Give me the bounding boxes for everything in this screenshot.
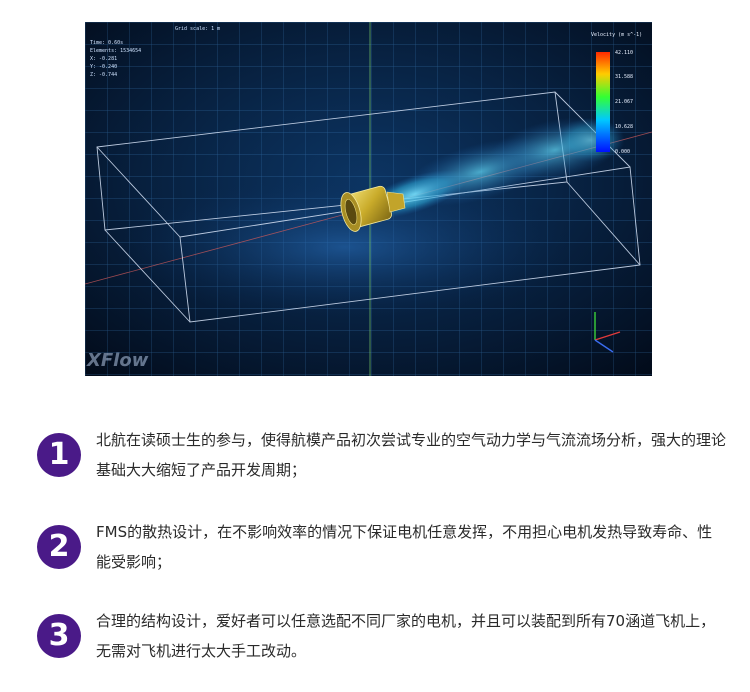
feature-text: FMS的散热设计，在不影响效率的情况下保证电机任意发挥，不用担心电机发热导致寿命… bbox=[96, 523, 713, 571]
feature-item-1: 1 北航在读硕士生的参与，使得航模产品初次尝试专业的空气动力学与气流流场分析，强… bbox=[37, 425, 727, 485]
motor-model bbox=[340, 185, 406, 232]
axis-triad-icon bbox=[594, 312, 621, 353]
legend-tick: 21.067 bbox=[615, 99, 633, 105]
feature-text: 合理的结构设计，爱好者可以任意选配不同厂家的电机，并且可以装配到所有70涵道飞机… bbox=[96, 612, 716, 660]
legend-title: Velocity (m s^-1) bbox=[591, 32, 642, 38]
hud-time: Time: 0.60s bbox=[90, 40, 123, 46]
velocity-legend: Velocity (m s^-1) 42.110 31.588 21.067 1… bbox=[591, 32, 642, 155]
hud-elements: Elements: 1534654 bbox=[90, 48, 141, 54]
number-badge: 3 bbox=[37, 614, 81, 658]
hud-x: X: -0.281 bbox=[90, 56, 117, 62]
hud-grid-scale: Grid scale: 1 m bbox=[175, 26, 220, 32]
xflow-watermark: XFlow bbox=[86, 350, 149, 371]
number-badge: 2 bbox=[37, 525, 81, 569]
number-badge: 1 bbox=[37, 433, 81, 477]
legend-tick: 0.000 bbox=[615, 149, 630, 155]
feature-item-3: 3 合理的结构设计，爱好者可以任意选配不同厂家的电机，并且可以装配到所有70涵道… bbox=[37, 606, 727, 666]
feature-item-2: 2 FMS的散热设计，在不影响效率的情况下保证电机任意发挥，不用担心电机发热导致… bbox=[37, 517, 727, 577]
legend-tick: 10.628 bbox=[615, 124, 633, 130]
hud-y: Y: -0.240 bbox=[90, 64, 117, 70]
legend-colorbar bbox=[596, 52, 610, 152]
hud-z: Z: -0.744 bbox=[90, 72, 117, 78]
feature-text: 北航在读硕士生的参与，使得航模产品初次尝试专业的空气动力学与气流流场分析，强大的… bbox=[96, 431, 727, 479]
legend-tick: 42.110 bbox=[615, 50, 633, 56]
legend-tick: 31.588 bbox=[615, 74, 633, 80]
flow-simulation-image: Time: 0.60s Elements: 1534654 X: -0.281 … bbox=[85, 22, 652, 376]
flow-haze bbox=[115, 177, 575, 317]
